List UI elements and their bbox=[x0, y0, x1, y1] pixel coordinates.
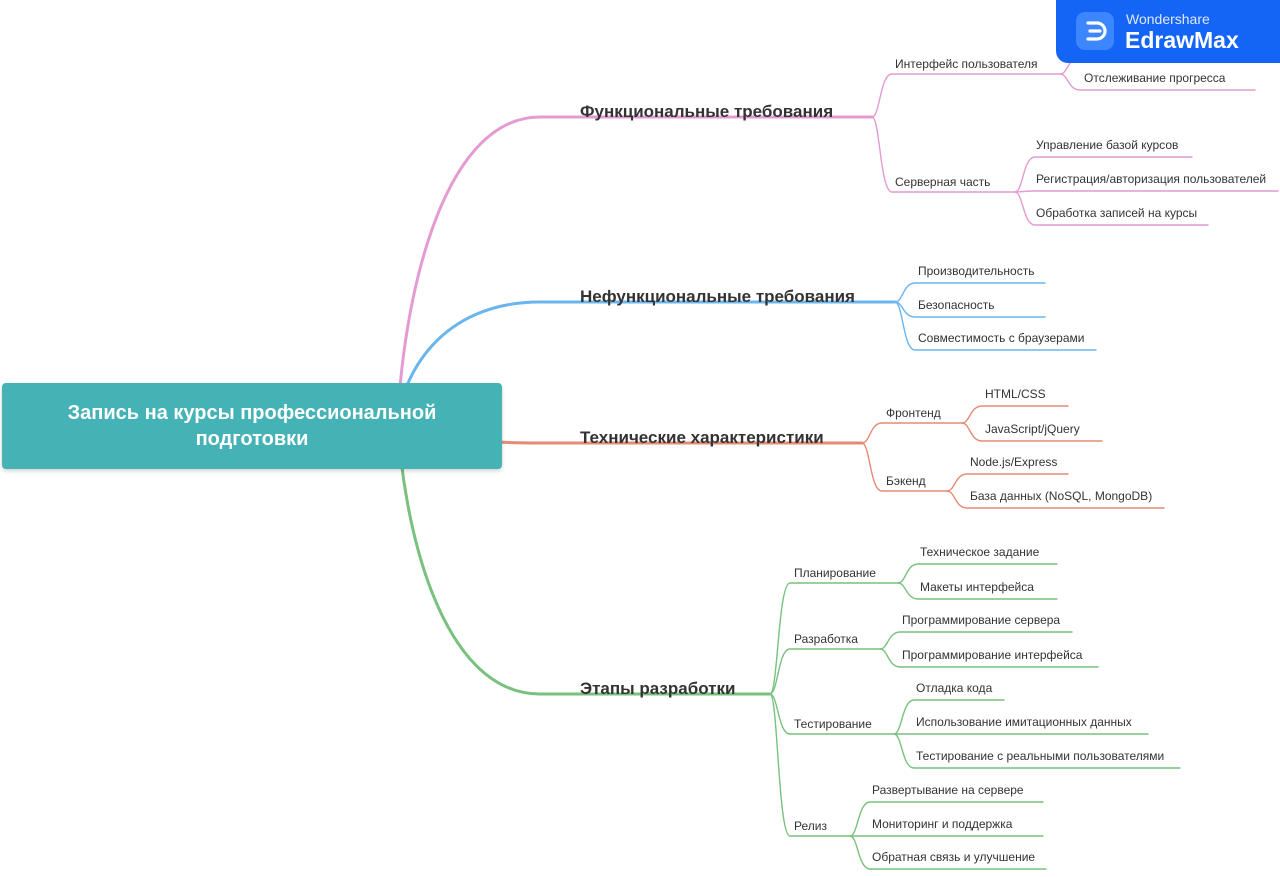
leaf-label[interactable]: Управление базой курсов bbox=[1036, 138, 1178, 152]
subtopic-label[interactable]: Серверная часть bbox=[895, 175, 990, 189]
leaf-edge bbox=[961, 405, 1069, 424]
branch-label[interactable]: Нефункциональные требования bbox=[580, 287, 855, 306]
leaf-label[interactable]: Программирование интерфейса bbox=[902, 648, 1083, 662]
leaf-label[interactable]: Обработка записей на курсы bbox=[1036, 206, 1197, 220]
leaf-label[interactable]: Обратная связь и улучшение bbox=[872, 850, 1035, 864]
subtopic-edge bbox=[769, 693, 851, 837]
subtopic-edge bbox=[861, 422, 963, 444]
leaf-edge bbox=[893, 699, 1005, 735]
leaf-edge bbox=[849, 801, 1044, 837]
leaf-label[interactable]: Макеты интерфейса bbox=[920, 580, 1034, 594]
leaf-edge bbox=[946, 473, 1069, 492]
leaf-label[interactable]: Тестирование с реальными пользователями bbox=[916, 749, 1164, 763]
central-topic-node[interactable]: Запись на курсы профессиональной подгото… bbox=[2, 383, 502, 469]
badge-product-label: EdrawMax bbox=[1125, 27, 1239, 53]
subtopic-label[interactable]: Релиз bbox=[794, 819, 827, 833]
subtopic-label[interactable]: Бэкенд bbox=[886, 474, 926, 488]
leaf-label[interactable]: Развертывание на сервере bbox=[872, 783, 1024, 797]
leaf-label[interactable]: Node.js/Express bbox=[970, 455, 1057, 469]
subtopic-label[interactable]: Разработка bbox=[794, 632, 858, 646]
leaf-label[interactable]: Совместимость с браузерами bbox=[918, 331, 1084, 345]
leaf-edge bbox=[897, 563, 1058, 584]
leaf-label[interactable]: Программирование сервера bbox=[902, 613, 1060, 627]
leaf-edge bbox=[897, 582, 1058, 600]
leaf-label[interactable]: Отслеживание прогресса bbox=[1084, 71, 1226, 85]
leaf-edge bbox=[1014, 190, 1279, 193]
subtopic-label[interactable]: Фронтенд bbox=[886, 406, 941, 420]
branch-label[interactable]: Функциональные требования bbox=[580, 102, 833, 121]
edrawmax-logo-icon bbox=[1076, 12, 1114, 50]
central-topic-label: Запись на курсы профессиональной подгото… bbox=[67, 402, 437, 450]
subtopic-edge bbox=[769, 693, 895, 735]
leaf-edge bbox=[879, 648, 1099, 668]
labels: Функциональные требования Интерфейс польз… bbox=[580, 38, 1266, 864]
leaf-edge bbox=[961, 422, 1103, 442]
leaf-edge bbox=[1059, 73, 1256, 91]
leaf-edge bbox=[849, 835, 1047, 870]
subtopic-label[interactable]: Планирование bbox=[794, 566, 876, 580]
leaf-label[interactable]: Техническое задание bbox=[920, 545, 1040, 559]
subtopic-edge bbox=[769, 648, 881, 695]
leaf-label[interactable]: JavaScript/jQuery bbox=[985, 422, 1080, 436]
leaf-edge bbox=[894, 282, 1046, 303]
branch-edge bbox=[396, 115, 874, 422]
leaf-edge bbox=[1014, 191, 1209, 226]
leaf-label[interactable]: Отладка кода bbox=[916, 681, 993, 695]
leaf-label[interactable]: База данных (NoSQL, MongoDB) bbox=[970, 489, 1152, 503]
subtopic-edge bbox=[871, 116, 1016, 193]
badge-brand-label: Wondershare bbox=[1126, 11, 1210, 27]
leaf-label[interactable]: Производительность bbox=[918, 264, 1034, 278]
leaf-edge bbox=[893, 733, 1181, 769]
subtopic-label[interactable]: Интерфейс пользователя bbox=[895, 57, 1038, 71]
leaf-edge bbox=[894, 301, 1097, 351]
edrawmax-badge[interactable]: Wondershare EdrawMax bbox=[1056, 0, 1280, 63]
leaf-label[interactable]: Мониторинг и поддержка bbox=[872, 817, 1013, 831]
leaf-edge bbox=[1014, 156, 1193, 193]
subtopic-edge bbox=[871, 73, 1061, 118]
leaf-edge bbox=[946, 490, 1165, 509]
leaf-label[interactable]: Безопасность bbox=[918, 298, 995, 312]
leaf-edge bbox=[879, 631, 1073, 650]
subtopic-edge bbox=[861, 442, 948, 492]
branch-label[interactable]: Этапы разработки bbox=[580, 679, 735, 698]
leaf-label[interactable]: HTML/CSS bbox=[985, 387, 1046, 401]
subtopic-label[interactable]: Тестирование bbox=[794, 717, 872, 731]
subtopic-edge bbox=[769, 582, 899, 695]
leaf-label[interactable]: Использование имитационных данных bbox=[916, 715, 1132, 729]
leaf-label[interactable]: Регистрация/авторизация пользователей bbox=[1036, 172, 1266, 186]
branch-label[interactable]: Технические характеристики bbox=[580, 428, 824, 447]
